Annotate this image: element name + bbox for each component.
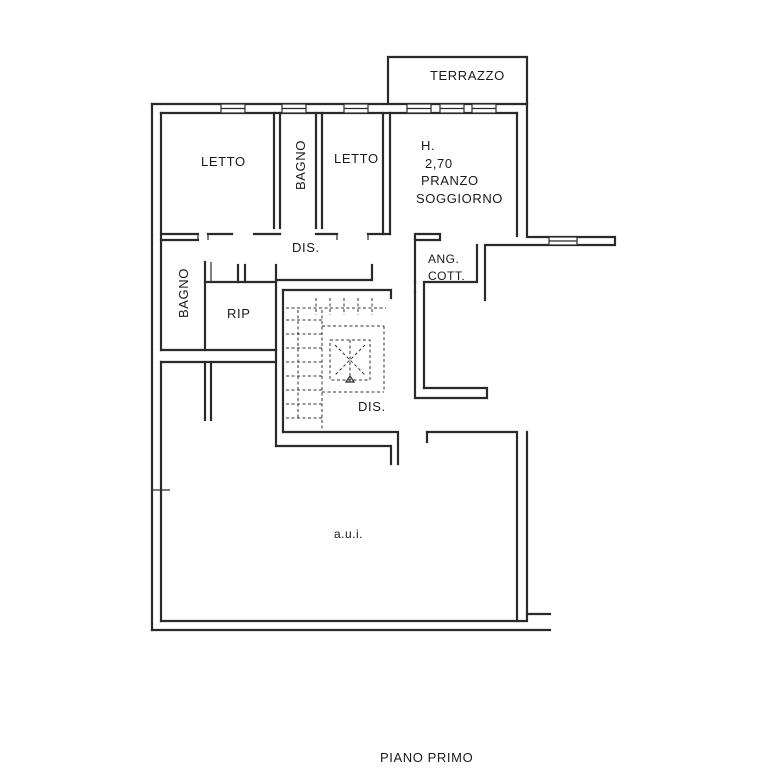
label-pranzo: PRANZO: [421, 173, 479, 188]
room-labels: TERRAZZO LETTO BAGNO LETTO H. 2,70 PRANZ…: [176, 68, 505, 541]
floor-title: PIANO PRIMO: [380, 750, 473, 765]
label-letto-2: LETTO: [334, 151, 379, 166]
label-letto-1: LETTO: [201, 154, 246, 169]
interior-walls: [152, 111, 442, 491]
label-bagno-1: BAGNO: [293, 140, 308, 190]
label-soggiorno: SOGGIORNO: [416, 191, 503, 206]
label-height-h: H.: [421, 138, 435, 153]
label-terrazzo: TERRAZZO: [430, 68, 505, 83]
label-rip: RIP: [227, 306, 250, 321]
label-dis-1: DIS.: [292, 240, 320, 255]
label-dis-2: DIS.: [358, 399, 386, 414]
label-cott: COTT.: [428, 269, 465, 283]
label-height-value: 2,70: [425, 156, 453, 171]
label-ang: ANG.: [428, 252, 459, 266]
label-bagno-2: BAGNO: [176, 268, 191, 318]
staircase: [286, 298, 386, 430]
outer-walls: [150, 102, 617, 632]
label-aui: a.u.i.: [334, 527, 363, 541]
windows: [220, 103, 578, 246]
terrace-outline: [386, 55, 529, 105]
